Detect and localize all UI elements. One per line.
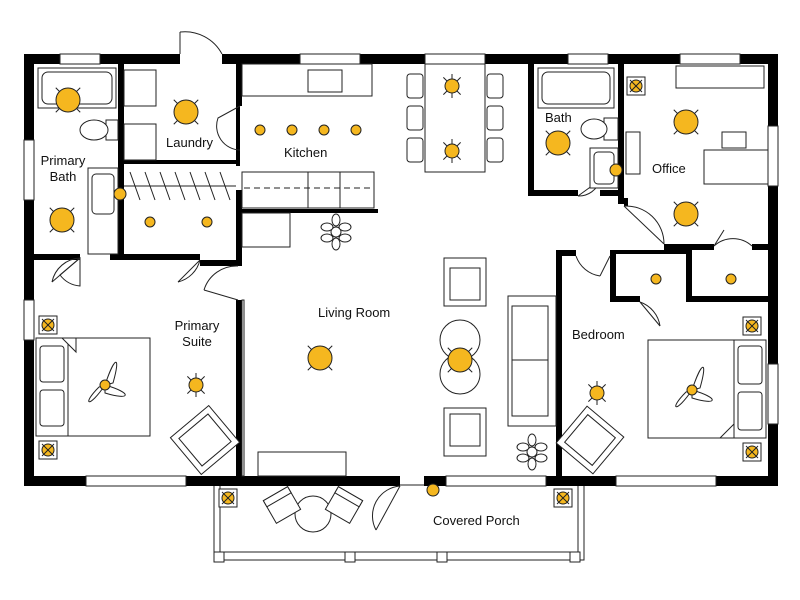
recessed-light-icon bbox=[350, 124, 362, 136]
sink bbox=[307, 69, 343, 93]
ceiling-light-icon bbox=[673, 109, 699, 135]
wall-light-icon bbox=[426, 483, 440, 497]
ceiling-light-icon bbox=[49, 207, 75, 233]
ceiling-light-icon bbox=[55, 87, 81, 113]
ceiling-light-icon bbox=[307, 345, 333, 371]
recessed-light-icon bbox=[286, 124, 298, 136]
porch-post bbox=[344, 551, 356, 563]
closet-rod bbox=[124, 171, 236, 201]
bed bbox=[647, 339, 767, 439]
wall-light-icon bbox=[626, 76, 646, 96]
recessed-light-icon bbox=[650, 273, 662, 285]
ceiling-light-icon bbox=[173, 99, 199, 125]
room-label-bedroom: Bedroom bbox=[572, 327, 625, 342]
recessed-light-icon bbox=[201, 216, 213, 228]
light-fixtures bbox=[38, 74, 762, 508]
kitchen-counter bbox=[241, 63, 373, 97]
room-label-covered-porch: Covered Porch bbox=[433, 513, 520, 528]
recessed-light-icon bbox=[318, 124, 330, 136]
ceiling-light-icon bbox=[187, 373, 205, 397]
porch-seating bbox=[262, 486, 364, 533]
wall-light-icon bbox=[113, 187, 127, 201]
recessed-light-icon bbox=[725, 273, 737, 285]
wall-light-icon bbox=[609, 163, 623, 177]
sofa bbox=[507, 295, 557, 427]
fridge bbox=[241, 212, 291, 248]
armchair bbox=[169, 404, 241, 476]
bed bbox=[35, 337, 151, 437]
wall-light-icon bbox=[742, 442, 762, 462]
tv-console bbox=[257, 451, 347, 477]
windows bbox=[23, 53, 779, 487]
recessed-light-icon bbox=[144, 216, 156, 228]
recessed-light-icon bbox=[254, 124, 266, 136]
fixtures bbox=[35, 63, 769, 477]
room-label-living-room: Living Room bbox=[318, 305, 390, 320]
ceiling-light-icon bbox=[447, 347, 473, 373]
armchair bbox=[443, 407, 487, 457]
washer bbox=[123, 69, 157, 107]
dryer bbox=[123, 123, 157, 161]
armchair bbox=[555, 405, 625, 475]
office-cabinet bbox=[625, 131, 641, 175]
wall-light-icon bbox=[218, 488, 238, 508]
ceiling-light-icon bbox=[443, 139, 461, 163]
room-label-office: Office bbox=[652, 161, 686, 176]
ceiling-light-icon bbox=[588, 381, 606, 405]
wall-light-icon bbox=[38, 440, 58, 460]
covered-porch-area bbox=[213, 484, 585, 563]
ceiling-fan-icon bbox=[88, 361, 126, 403]
room-label-bath: Bath bbox=[545, 110, 572, 125]
porch-post bbox=[569, 551, 581, 563]
plant-icon bbox=[516, 433, 548, 471]
ceiling-light-icon bbox=[673, 201, 699, 227]
porch-post bbox=[213, 551, 225, 563]
wall-light-icon bbox=[742, 316, 762, 336]
ceiling-fan-icon bbox=[675, 366, 713, 408]
wall-light-icon bbox=[553, 488, 573, 508]
room-label-laundry: Laundry bbox=[166, 135, 213, 150]
walls bbox=[24, 54, 778, 486]
room-label-kitchen: Kitchen bbox=[284, 145, 327, 160]
porch-post bbox=[436, 551, 448, 563]
doors bbox=[51, 31, 753, 531]
ceiling-light-icon bbox=[545, 130, 571, 156]
office-shelf bbox=[675, 65, 765, 89]
office-chair bbox=[721, 131, 747, 149]
plant-icon bbox=[320, 213, 352, 251]
ceiling-light-icon bbox=[443, 74, 461, 98]
armchair bbox=[443, 257, 487, 307]
office-desk bbox=[703, 149, 769, 185]
wall-light-icon bbox=[38, 315, 58, 335]
